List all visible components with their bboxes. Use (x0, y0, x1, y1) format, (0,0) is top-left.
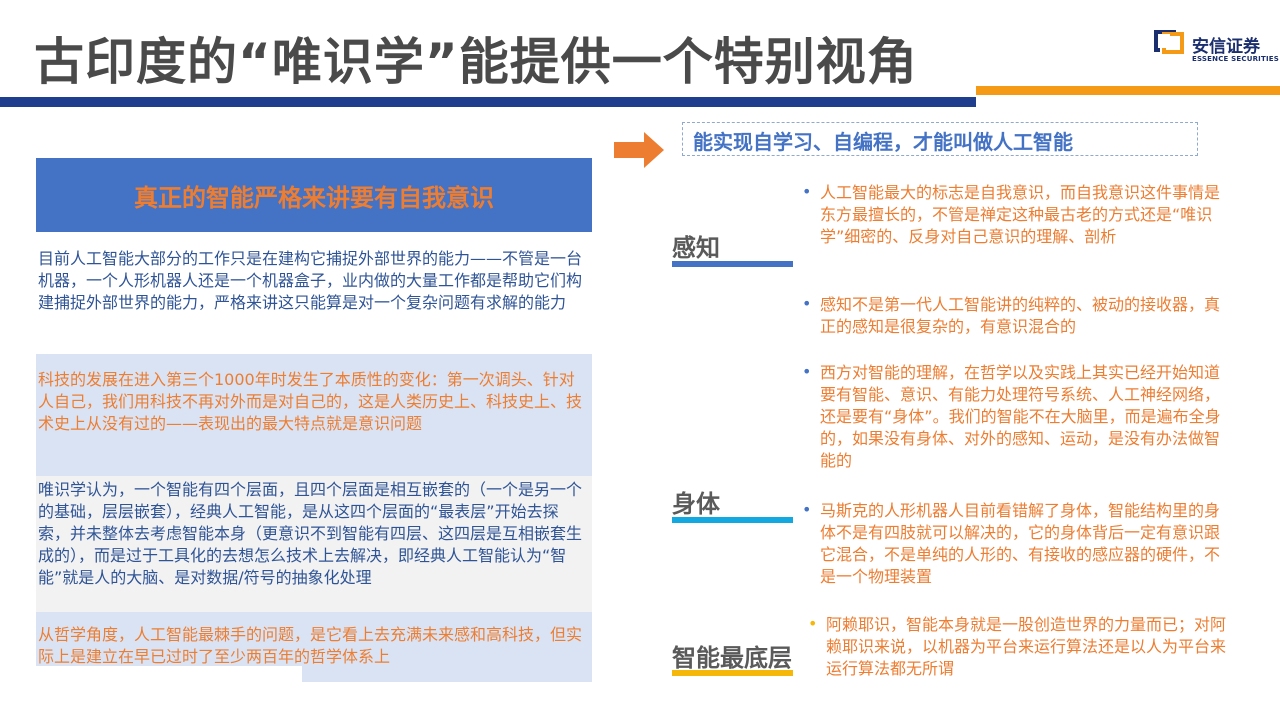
logo-mark-icon (1154, 30, 1184, 58)
company-logo: 安信证券 ESSENCE SECURITIES (1152, 26, 1279, 70)
bullet-dot-icon: • (802, 294, 812, 313)
bullet-text: 感知不是第一代人工智能讲的纯粹的、被动的接收器，真正的感知是很复杂的，有意识混合… (820, 295, 1221, 336)
bullet-dot-icon: • (802, 500, 812, 519)
bullet-text: 马斯克的人形机器人目前看错解了身体，智能结构里的身体不是有四肢就可以解决的，它的… (820, 501, 1221, 586)
category-base-layer-bar (672, 670, 793, 676)
header-rule-blue (0, 97, 976, 107)
paragraph-2: 科技的发展在进入第三个1000年时发生了本质性的变化：第一次调头、针对人自己，我… (36, 354, 592, 476)
bullet-item: • 马斯克的人形机器人目前看错解了身体，智能结构里的身体不是有四肢就可以解决的，… (800, 500, 1222, 588)
bullet-item: • 感知不是第一代人工智能讲的纯粹的、被动的接收器，真正的感知是很复杂的，有意识… (800, 294, 1222, 338)
category-perception: 感知 (672, 234, 720, 262)
paragraph-1: 目前人工智能大部分的工作只是在建构它捕捉外部世界的能力——不管是一台机器，一个人… (38, 249, 583, 312)
category-body: 身体 (672, 490, 720, 518)
bullet-item: • 阿赖耶识，智能本身就是一股创造世界的力量而已；对阿赖耶识来说，以机器为平台来… (806, 614, 1228, 680)
category-base-layer: 智能最底层 (672, 644, 792, 672)
paragraph-4-text: 从哲学角度，人工智能最棘手的问题，是它看上去充满未来感和高科技，但实际上是建立在… (38, 625, 583, 666)
bullet-dot-icon: • (802, 362, 812, 381)
bullet-text: 人工智能最大的标志是自我意识，而自我意识这件事情是东方最擅长的，不管是禅定这种最… (820, 183, 1221, 246)
left-box-header: 真正的智能严格来讲要有自我意识 (36, 158, 592, 232)
bullet-item: • 西方对智能的理解，在哲学以及实践上其实已经开始知道要有智能、意识、有能力处理… (800, 362, 1222, 472)
paragraph-3: 唯识学认为，一个智能有四个层面，且四个层面是相互嵌套的（一个是另一个的基础，层层… (36, 476, 592, 612)
bullet-text: 西方对智能的理解，在哲学以及实践上其实已经开始知道要有智能、意识、有能力处理符号… (820, 363, 1221, 470)
bullet-text: 阿赖耶识，智能本身就是一股创造世界的力量而已；对阿赖耶识来说，以机器为平台来运行… (826, 615, 1227, 678)
bullet-item: • 人工智能最大的标志是自我意识，而自我意识这件事情是东方最擅长的，不管是禅定这… (800, 182, 1222, 248)
right-arrow-icon (614, 132, 664, 168)
bullet-dot-icon: • (808, 614, 818, 633)
logo-name-cn: 安信证券 (1192, 37, 1260, 57)
header-rule-orange (976, 86, 1280, 95)
paragraph-4-mask (36, 666, 302, 682)
page-title: 古印度的“唯识学”能提供一个特别视角 (34, 33, 918, 91)
callout-box: 能实现自学习、自编程，才能叫做人工智能 (682, 122, 1198, 156)
bullet-dot-icon: • (802, 182, 812, 201)
logo-name-en: ESSENCE SECURITIES (1192, 55, 1279, 63)
category-perception-bar (672, 261, 793, 267)
category-body-bar (672, 517, 793, 523)
